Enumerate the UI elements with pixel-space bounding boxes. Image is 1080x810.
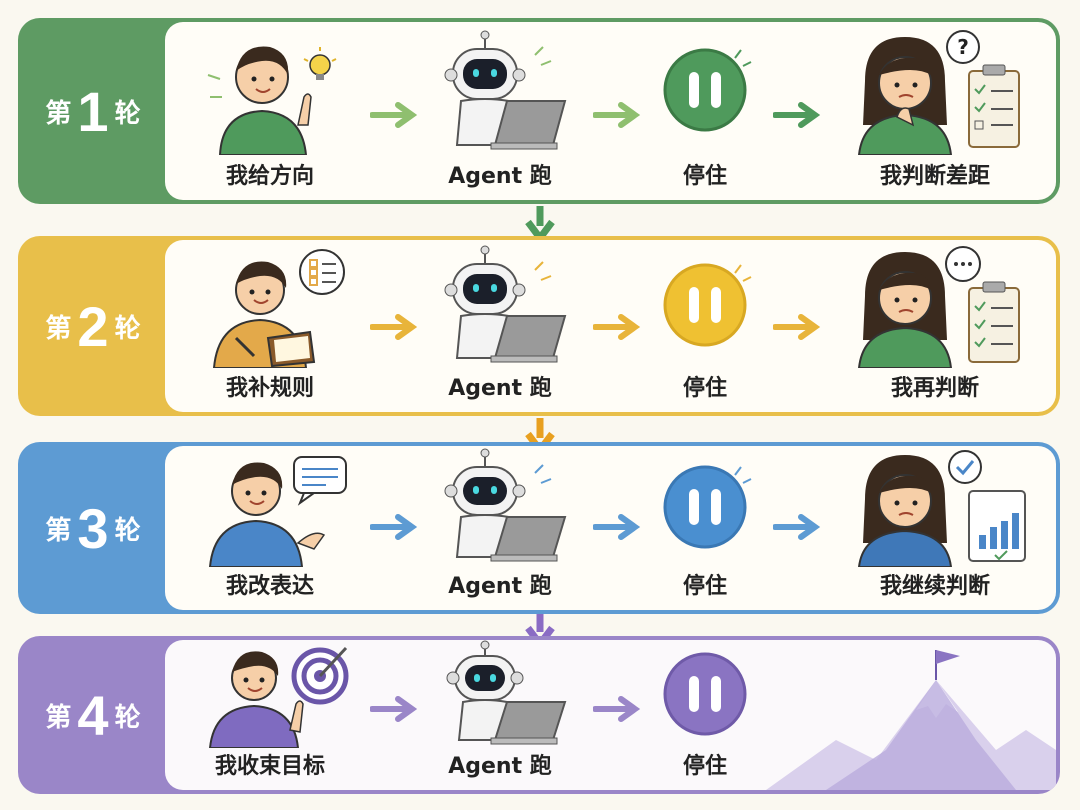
round-card: 我给方向 Agent 跑 xyxy=(165,22,1056,200)
round-3: 第 3 轮 我改表达 xyxy=(18,442,1060,614)
pause-icon xyxy=(663,48,752,132)
step-change-expression: 我改表达 xyxy=(185,446,355,610)
lightbulb-icon xyxy=(303,47,337,80)
person-idea-illustration xyxy=(207,46,337,155)
right-arrow-icon xyxy=(773,102,821,128)
round-suffix: 轮 xyxy=(114,98,141,129)
robot-laptop-illustration xyxy=(444,30,567,150)
right-arrow-icon xyxy=(773,314,821,340)
step-caption: Agent 跑 xyxy=(448,164,552,189)
step-pause: 停住 xyxy=(645,240,765,412)
step-caption: 我再判断 xyxy=(890,376,979,401)
step-caption: 停住 xyxy=(682,754,727,779)
step-caption: Agent 跑 xyxy=(448,376,552,401)
round-suffix: 轮 xyxy=(114,702,141,733)
round-4: 第 4 轮 xyxy=(18,636,1060,794)
right-arrow-icon xyxy=(370,102,418,128)
step-agent-run: Agent 跑 xyxy=(420,22,580,200)
step-agent-run: Agent 跑 xyxy=(420,640,580,790)
speech-bubble-icon xyxy=(293,456,347,506)
step-caption: 我给方向 xyxy=(225,164,314,189)
right-arrow-icon xyxy=(370,696,418,722)
person-writing-illustration xyxy=(212,249,345,368)
round-label: 第 3 轮 xyxy=(18,442,168,614)
step-agent-run: Agent 跑 xyxy=(420,240,580,412)
step-give-direction: 我给方向 xyxy=(185,22,355,200)
round-prefix: 第 xyxy=(45,515,72,546)
person-speaking-illustration xyxy=(208,456,347,567)
woman-thinking-illustration xyxy=(857,450,1026,567)
right-arrow-icon xyxy=(370,514,418,540)
step-judge-again: 我再判断 xyxy=(830,240,1040,412)
round-number: 1 xyxy=(77,79,109,143)
check-bubble-icon xyxy=(948,450,982,484)
right-arrow-icon xyxy=(593,514,641,540)
step-caption: 我收束目标 xyxy=(214,754,325,779)
round-number: 4 xyxy=(77,683,109,747)
step-keep-judging: 我继续判断 xyxy=(830,446,1040,610)
step-converge-goal: 我收束目标 xyxy=(185,640,355,790)
question-bubble-icon: ? xyxy=(946,30,980,64)
right-arrow-icon xyxy=(593,102,641,128)
woman-thinking-illustration xyxy=(857,246,1020,368)
right-arrow-icon xyxy=(593,696,641,722)
checklist-bubble-icon xyxy=(299,249,345,295)
step-caption: 停住 xyxy=(682,574,727,599)
bar-chart-board-icon xyxy=(968,490,1026,562)
round-1: 第 1 轮 xyxy=(18,18,1060,204)
pause-icon xyxy=(663,465,752,549)
round-suffix: 轮 xyxy=(114,515,141,546)
right-arrow-icon xyxy=(593,314,641,340)
round-label: 第 2 轮 xyxy=(18,236,168,416)
round-card: 我改表达 Agent 跑 xyxy=(165,446,1056,610)
robot-laptop-illustration xyxy=(444,245,567,363)
pause-icon xyxy=(663,652,747,736)
step-caption: 停住 xyxy=(682,164,727,189)
round-number: 3 xyxy=(77,496,109,560)
right-arrow-icon xyxy=(773,514,821,540)
pause-icon xyxy=(663,263,752,347)
target-icon xyxy=(291,646,349,705)
round-prefix: 第 xyxy=(45,702,72,733)
step-pause: 停住 xyxy=(645,446,765,610)
step-add-rules: 我补规则 xyxy=(185,240,355,412)
person-target-illustration xyxy=(208,646,349,748)
round-suffix: 轮 xyxy=(114,313,141,344)
round-prefix: 第 xyxy=(45,313,72,344)
svg-text:?: ? xyxy=(957,35,969,59)
round-label: 第 1 轮 xyxy=(18,18,168,204)
round-label: 第 4 轮 xyxy=(18,636,168,794)
robot-laptop-illustration xyxy=(446,640,567,745)
mountain-flag-icon xyxy=(766,650,1056,790)
step-caption: Agent 跑 xyxy=(448,574,552,599)
woman-thinking-illustration: ? xyxy=(857,30,1020,155)
round-number: 2 xyxy=(77,294,109,358)
step-caption: Agent 跑 xyxy=(448,754,552,779)
step-caption: 停住 xyxy=(682,376,727,401)
right-arrow-icon xyxy=(370,314,418,340)
step-agent-run: Agent 跑 xyxy=(420,446,580,610)
step-caption: 我改表达 xyxy=(225,574,314,599)
round-2: 第 2 轮 xyxy=(18,236,1060,416)
round-card: 我补规则 Agent 跑 xyxy=(165,240,1056,412)
round-prefix: 第 xyxy=(45,98,72,129)
step-judge-gap: ? 我判断差距 xyxy=(830,22,1040,200)
step-caption: 我补规则 xyxy=(225,376,314,401)
ellipsis-bubble-icon xyxy=(945,246,981,282)
checklist-icon xyxy=(968,64,1020,148)
step-caption: 我继续判断 xyxy=(879,574,990,599)
robot-laptop-illustration xyxy=(444,448,567,562)
step-pause: 停住 xyxy=(645,22,765,200)
step-caption: 我判断差距 xyxy=(879,164,990,189)
step-pause: 停住 xyxy=(645,640,765,790)
round-card: 我收束目标 Agent 跑 xyxy=(165,640,1056,790)
checklist-icon xyxy=(968,281,1020,363)
